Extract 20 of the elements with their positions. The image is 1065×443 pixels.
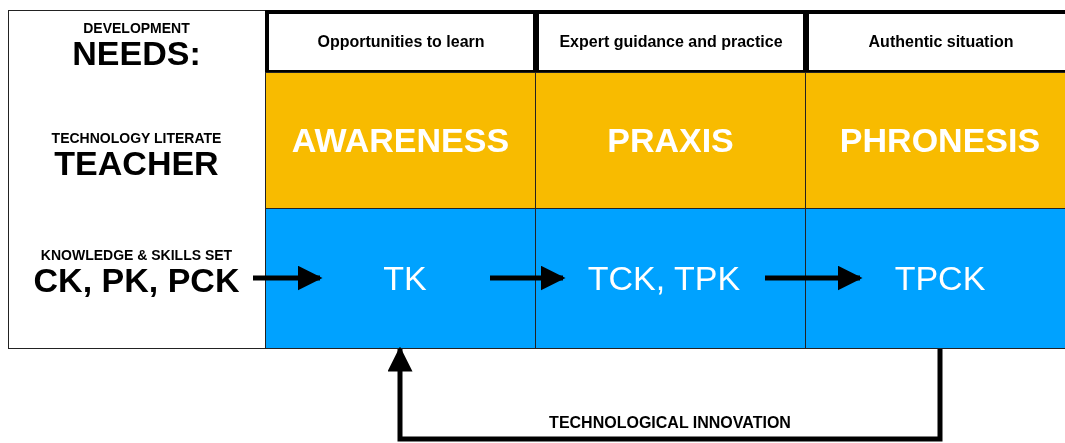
stage-cell: PHRONESIS bbox=[805, 72, 1065, 209]
row-subtitle: KNOWLEDGE & SKILLS SET bbox=[40, 247, 233, 263]
arrow bbox=[490, 265, 566, 291]
knowledge-label: TK bbox=[320, 208, 490, 349]
knowledge-label: TPCK bbox=[860, 208, 1020, 349]
arrow bbox=[765, 265, 863, 291]
column-header: Authentic situation bbox=[805, 10, 1065, 74]
stage-cell: AWARENESS bbox=[265, 72, 536, 209]
row-title: CK, PK, PCK bbox=[33, 262, 240, 297]
row-title: NEEDS: bbox=[72, 36, 201, 70]
row-subtitle: TECHNOLOGY LITERATE bbox=[51, 131, 222, 146]
row-subtitle: DEVELOPMENT bbox=[83, 21, 190, 36]
column-header: Opportunities to learn bbox=[265, 10, 537, 74]
knowledge-label: TCK, TPK bbox=[563, 208, 765, 349]
edge-label: TECHNOLOGICAL INNOVATION bbox=[548, 414, 792, 432]
arrow bbox=[253, 265, 323, 291]
column-header: Expert guidance and practice bbox=[535, 10, 807, 74]
stage-cell: PRAXIS bbox=[535, 72, 806, 209]
row-title: TEACHER bbox=[54, 146, 219, 180]
arrow bbox=[387, 346, 943, 442]
